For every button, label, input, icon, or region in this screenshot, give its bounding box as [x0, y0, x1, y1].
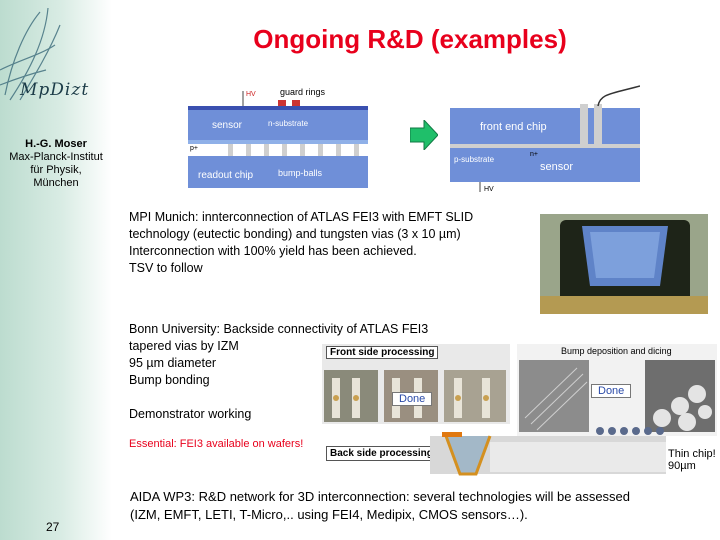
mpi-line-3: Interconnection with 100% yield has been…	[129, 244, 417, 258]
mpi-line-2: technology (eutectic bonding) and tungst…	[129, 227, 461, 241]
author-institute: Max-Planck-Institut	[9, 151, 103, 163]
sidebar: MpDizt H.-G. Moser Max-Planck-Institut f…	[0, 0, 112, 540]
back-side-label: Back side processing	[326, 446, 437, 461]
hv-right-label: HV	[484, 186, 494, 193]
guard-rings-label: guard rings	[280, 87, 326, 97]
bonn-line-5: Demonstrator working	[129, 407, 252, 421]
slide-title: Ongoing R&D (examples)	[253, 24, 567, 54]
via-photos	[324, 370, 506, 422]
bonn-description: Bonn University: Backside connectivity o…	[129, 321, 428, 389]
bump-deposition-label: Bump deposition and dicing	[561, 346, 672, 356]
bump-deposition-photo: Bump deposition and dicing Done	[517, 344, 717, 436]
mpi-description: MPI Munich: innterconnection of ATLAS FE…	[129, 209, 473, 277]
green-arrow-icon	[410, 120, 438, 150]
hv-label: HV	[246, 91, 256, 98]
p-substrate-label: p-substrate	[454, 155, 495, 164]
bonn-line-1: Bonn University: Backside connectivity o…	[129, 321, 428, 338]
sensor-right-label: sensor	[540, 161, 573, 173]
bonn-heading: Bonn University	[129, 322, 217, 336]
mpi-logo-icon	[0, 7, 61, 101]
mpi-heading: MPI Munich	[129, 210, 195, 224]
page-number: 27	[46, 520, 60, 534]
author-city: München	[33, 177, 79, 189]
mpi-line-1: MPI Munich: innterconnection of ATLAS FE…	[129, 209, 473, 226]
done-badge-1: Done	[392, 392, 433, 406]
p-plus-label: p+	[190, 145, 198, 152]
n-substrate-label: n-substrate	[268, 119, 309, 128]
author-name: H.-G. Moser	[25, 138, 87, 150]
thin-chip-note: Thin chip! 90µm	[668, 448, 716, 472]
bonn-line-3: 95 µm diameter	[129, 356, 217, 370]
aida-line-1: AIDA WP3: R&D network for 3D interconnec…	[130, 489, 631, 504]
front-end-chip-label: front end chip	[480, 121, 547, 133]
3d-sensor-diagram: front end chip n+ p-substrate sensor HV	[450, 85, 640, 193]
sensor-label: sensor	[212, 120, 243, 131]
done-badge-2: Done	[591, 384, 632, 398]
essential-note: Essential: FEI3 available on wafers!	[129, 438, 304, 450]
author-block: H.-G. Moser Max-Planck-Institut für Phys…	[0, 138, 112, 190]
chip-photo	[540, 214, 708, 314]
author-physics: für Physik,	[30, 164, 82, 176]
front-side-processing-photo: Front side processing Done	[322, 344, 510, 424]
readout-chip-label: readout chip	[198, 170, 253, 181]
front-side-label: Front side processing	[326, 346, 439, 359]
mpi-line-4: TSV to follow	[129, 261, 203, 275]
bonn-line-1-text: : Backside connectivity of ATLAS FEI3	[216, 322, 429, 336]
thickness-label: 90µm	[668, 460, 696, 472]
thin-chip-label: Thin chip!	[668, 448, 716, 460]
bonn-line-4: Bump bonding	[129, 373, 210, 387]
aida-note: AIDA WP3: R&D network for 3D interconnec…	[130, 488, 690, 524]
bonn-line-2: tapered vias by IZM	[129, 339, 239, 353]
bump-photos	[519, 360, 715, 432]
hybrid-sensor-diagram: HV guard rings sensor n-substrate p+ rea…	[188, 87, 368, 188]
aida-line-2: (IZM, EMFT, LETI, T-Micro,.. using FEI4,…	[130, 507, 528, 522]
mpi-line-1-text: : innterconnection of ATLAS FEI3 with EM…	[195, 210, 474, 224]
n-plus-label: n+	[530, 151, 538, 158]
thin-chip-cross-section	[430, 427, 666, 476]
logo-text: MpDizt	[20, 80, 90, 100]
bump-balls-label: bump-balls	[278, 168, 323, 178]
